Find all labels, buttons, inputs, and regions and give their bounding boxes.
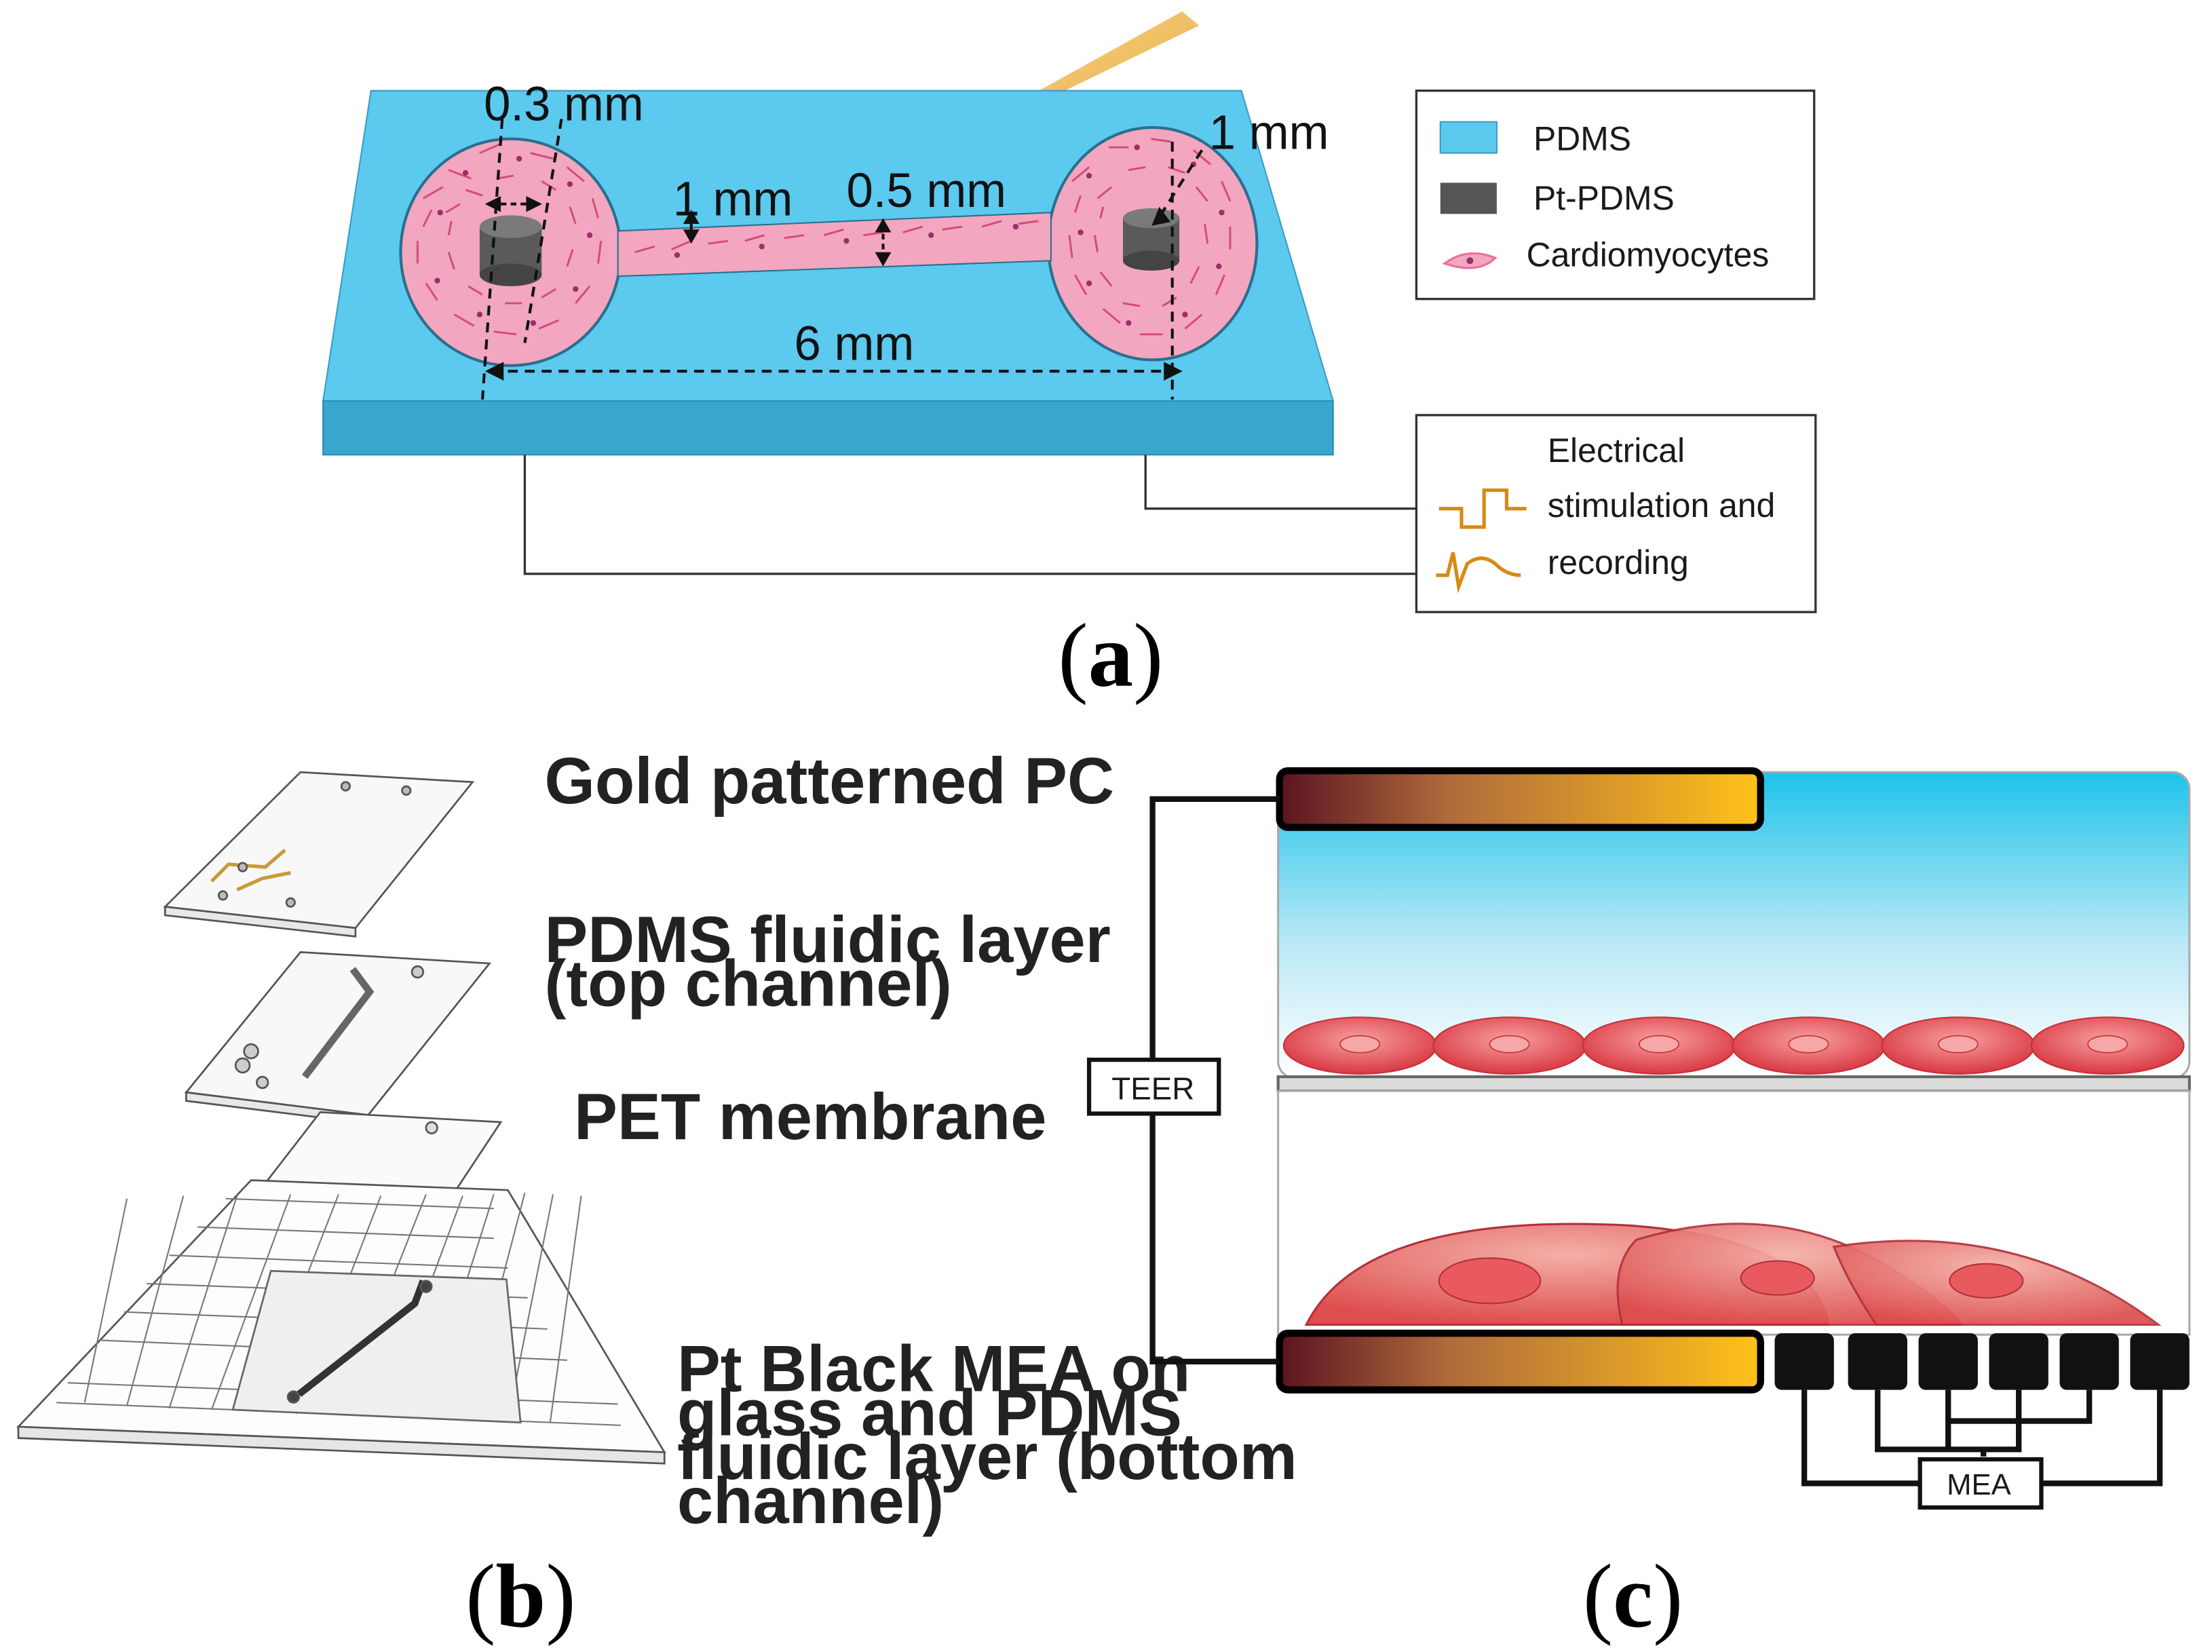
top-teer-electrode <box>1276 767 1764 831</box>
legend-label-pdms: PDMS <box>1533 119 1631 157</box>
gold-pc-layer <box>163 771 475 929</box>
dim-1mm-channel: 1 mm <box>673 172 793 226</box>
layer-label-pdms-top-1: PDMS fluidic layer <box>545 904 1111 976</box>
dim-0-5mm: 0.5 mm <box>846 164 1006 218</box>
teer-wiring <box>1149 796 1280 1365</box>
pdms-swatch <box>1439 121 1498 154</box>
teer-label-box <box>1086 1057 1221 1116</box>
stimulation-pulse-icon <box>1438 488 1527 529</box>
stimulation-line-2: stimulation and <box>1548 486 1776 524</box>
stimulation-wires <box>523 455 1417 575</box>
layer-label-pet: PET membrane <box>574 1081 1046 1153</box>
caption-a: (a) <box>1058 604 1163 705</box>
caption-b: (b) <box>465 1545 576 1646</box>
cardiomyocyte-icon <box>1442 252 1498 269</box>
pdms-chip-side <box>322 400 1334 456</box>
stimulation-line-3: recording <box>1548 543 1689 581</box>
legend-label-pt-pdms: Pt-PDMS <box>1533 179 1675 217</box>
porous-membrane <box>1276 1075 2191 1093</box>
stimulation-box: Electrical stimulation and recording <box>1415 414 1817 613</box>
layer-label-mea-4: channel) <box>677 1465 944 1537</box>
mea-label-box <box>1918 1457 2044 1510</box>
dim-0-3mm: 0.3 mm <box>484 77 644 131</box>
dim-1mm-right: 1 mm <box>1209 106 1329 159</box>
pt-pdms-swatch <box>1440 183 1497 214</box>
top-cell-layer <box>1282 1016 2185 1075</box>
mea-label: MEA <box>1947 1468 2011 1501</box>
dimension-arrows <box>484 195 1183 381</box>
layer-label-pdms-top-2: (top channel) <box>545 948 952 1020</box>
recording-trace-icon <box>1436 552 1521 594</box>
mea-wiring <box>1801 1389 2163 1486</box>
legend-label-cardiomyocytes: Cardiomyocytes <box>1527 236 1770 274</box>
layer-label-mea-2: glass and PDMS <box>677 1377 1182 1449</box>
panel-a: 0.3 mm 1 mm 1 mm 0.5 mm 6 mm PDMS Pt-PDM… <box>322 11 1817 706</box>
cell-texture <box>416 138 1232 336</box>
bottom-cell-layer <box>1304 1223 2162 1326</box>
dim-6mm: 6 mm <box>795 317 915 370</box>
panel-c: MEA TEER (c) <box>1086 767 2191 1646</box>
mea-glass <box>231 1269 522 1424</box>
layer-label-mea-3: fluidic layer (bottom <box>677 1421 1297 1493</box>
layer-label-mea-1: Pt Black MEA on <box>677 1333 1190 1406</box>
mea-electrodes <box>1774 1333 2190 1390</box>
teer-label: TEER <box>1111 1071 1194 1106</box>
pt-pdms-electrode-left <box>479 215 542 286</box>
panel-b <box>16 771 666 1465</box>
dimension-lines <box>480 119 1204 400</box>
caption-c: (c) <box>1583 1545 1683 1646</box>
bottom-teer-electrode <box>1276 1329 1764 1394</box>
layer-label-gold-pc: Gold patterned PC <box>545 745 1114 818</box>
pt-pdms-electrode-right <box>1122 208 1180 271</box>
stimulation-line-1: Electrical <box>1548 431 1685 469</box>
pipette-icon <box>1018 11 1200 108</box>
cell-nuclei <box>434 145 1225 326</box>
channel <box>617 212 1052 277</box>
top-channel <box>301 967 375 1079</box>
legend-a: PDMS Pt-PDMS Cardiomyocytes <box>1415 89 1816 301</box>
panel-b-labels: Gold patterned PC PDMS fluidic layer (to… <box>465 745 1297 1647</box>
